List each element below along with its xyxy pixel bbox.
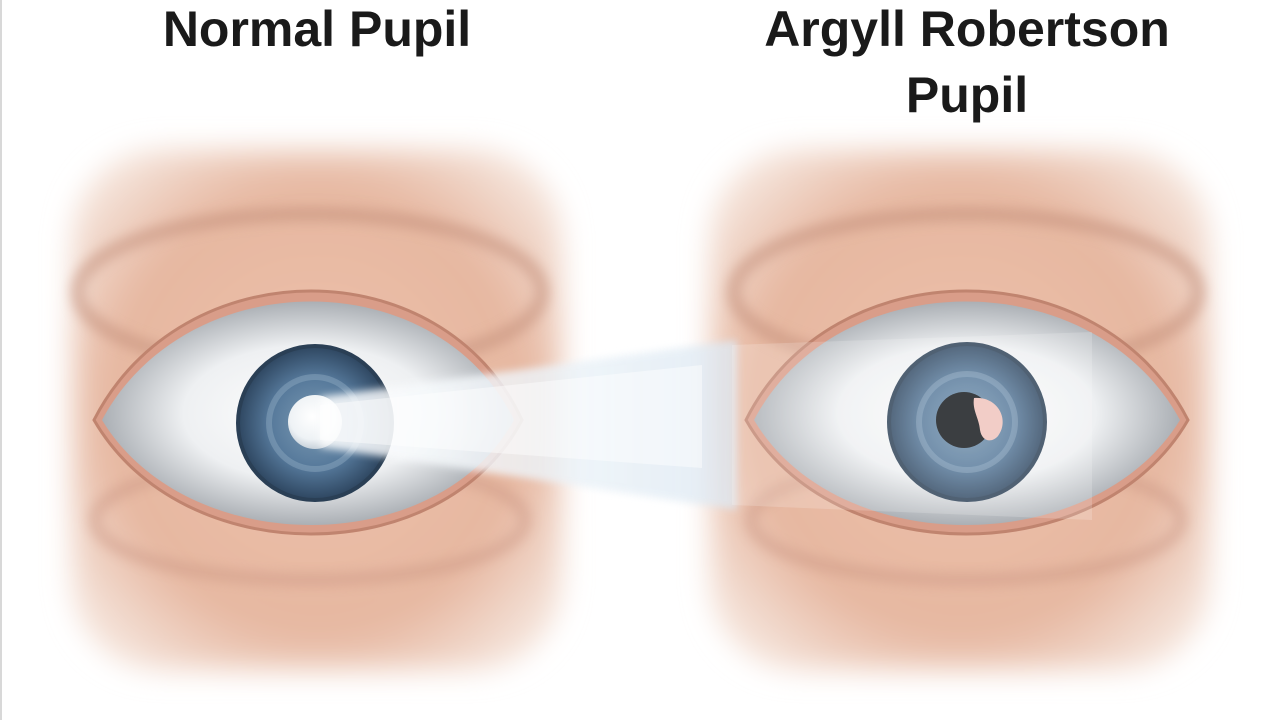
argyll-robertson-pupil-title: Argyll Robertson Pupil (707, 0, 1227, 128)
argyll-robertson-title-line1: Argyll Robertson (764, 1, 1170, 57)
right-pupil-light-reflection (973, 397, 1003, 441)
normal-pupil-title: Normal Pupil (162, 1, 472, 57)
right-iris-ring (887, 342, 1047, 502)
argyll-robertson-title-line2: Pupil (905, 67, 1029, 123)
right-eye (710, 150, 1210, 670)
light-beam (320, 332, 1092, 520)
light-beam-main (320, 340, 737, 510)
light-beam-on-right-eye (732, 332, 1092, 520)
light-beam-highlight (320, 365, 702, 468)
right-iris-inner-ring (916, 371, 1018, 473)
